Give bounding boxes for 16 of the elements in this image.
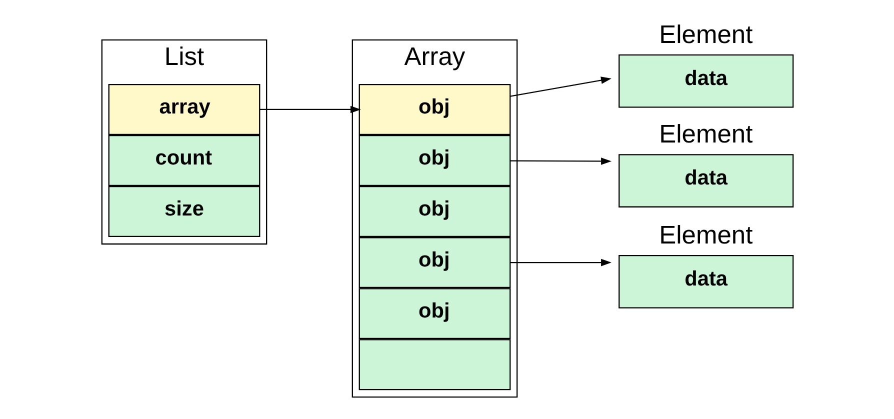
node-box: array xyxy=(108,84,260,135)
node-box: obj xyxy=(358,84,510,135)
arrow xyxy=(510,258,611,266)
node-box: obj xyxy=(358,186,510,238)
node-label: Element xyxy=(658,222,752,250)
node-box: obj xyxy=(358,134,510,186)
node-box: obj xyxy=(358,237,510,288)
node-box xyxy=(358,339,510,390)
arrow xyxy=(259,106,360,114)
node-label: Element xyxy=(658,20,752,49)
arrow xyxy=(510,158,611,165)
arrow xyxy=(510,76,611,97)
node-box: size xyxy=(108,186,260,238)
node-box: obj xyxy=(358,288,510,340)
node-label: Element xyxy=(658,120,752,149)
node-box: count xyxy=(108,134,260,186)
